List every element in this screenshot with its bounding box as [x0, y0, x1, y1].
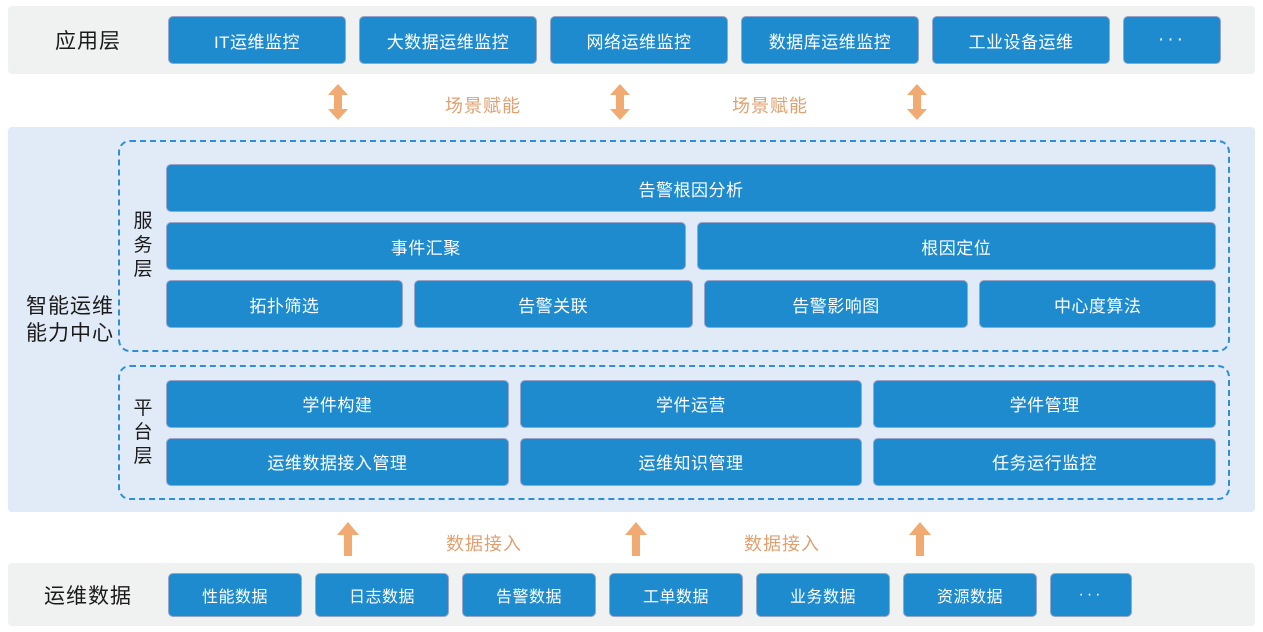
capability-box[interactable]: 中心度算法 [979, 280, 1217, 328]
capability-box[interactable]: 告警影响图 [703, 280, 969, 328]
capability-box[interactable]: 告警关联 [413, 280, 693, 328]
capability-box[interactable]: 告警数据 [462, 572, 596, 617]
capability-box[interactable]: ··· [1050, 572, 1132, 617]
capability-center-title-line: 能力 [26, 321, 70, 345]
double-arrow-icon [610, 84, 630, 120]
capability-box[interactable]: 学件构建 [166, 379, 509, 428]
capability-box[interactable]: 工业设备运维 [932, 16, 1110, 64]
platform-layer-group: 平台层 学件构建学件运营学件管理运维数据接入管理运维知识管理任务运行监控 [118, 365, 1230, 500]
data-layer-items: 性能数据日志数据告警数据工单数据业务数据资源数据 ··· [168, 572, 1255, 617]
scene-enablement-label-2: 场景赋能 [732, 96, 808, 116]
capability-row: 告警根因分析 [166, 164, 1216, 212]
double-arrow-icon [328, 84, 348, 120]
capability-box[interactable]: 资源数据 [903, 572, 1037, 617]
capability-box[interactable]: 拓扑筛选 [166, 280, 403, 328]
capability-center-title-line: 智能 [26, 294, 70, 318]
layer-label-char: 平 [133, 397, 153, 419]
up-arrow-icon [909, 522, 931, 556]
capability-box[interactable]: 性能数据 [168, 572, 302, 617]
capability-box[interactable]: 工单数据 [609, 572, 743, 617]
application-layer-title: 应用层 [55, 30, 121, 53]
data-ingest-connectors: 数据接入 数据接入 [0, 518, 1263, 562]
service-layer-rows: 告警根因分析事件汇聚根因定位拓扑筛选告警关联告警影响图中心度算法 [166, 164, 1228, 328]
platform-layer-label: 平台层 [120, 397, 166, 469]
double-arrow-icon [907, 84, 927, 120]
capability-box[interactable]: 根因定位 [696, 222, 1216, 270]
capability-box[interactable]: IT运维监控 [168, 16, 346, 64]
capability-box[interactable]: ··· [1123, 16, 1221, 64]
layer-label-char: 服 [133, 211, 153, 232]
capability-box[interactable]: 网络运维监控 [550, 16, 728, 64]
platform-layer-rows: 学件构建学件运营学件管理运维数据接入管理运维知识管理任务运行监控 [166, 379, 1228, 486]
capability-box[interactable]: 学件管理 [873, 379, 1217, 428]
layer-label-char: 务 [133, 235, 153, 256]
capability-row: 运维数据接入管理运维知识管理任务运行监控 [166, 437, 1217, 486]
capability-box[interactable]: 运维数据接入管理 [166, 437, 509, 486]
data-layer-title: 运维数据 [44, 584, 132, 608]
capability-box[interactable]: 大数据运维监控 [359, 16, 537, 64]
application-layer-band: 应用层 IT运维监控大数据运维监控网络运维监控数据库运维监控工业设备运维 ··· [8, 6, 1255, 74]
data-ingest-label-2: 数据接入 [744, 534, 820, 554]
scene-enablement-connectors: 场景赋能 场景赋能 [0, 78, 1263, 124]
data-layer-band: 运维数据 性能数据日志数据告警数据工单数据业务数据资源数据 ··· [8, 563, 1255, 626]
layer-label-char: 层 [133, 259, 153, 280]
capability-box[interactable]: 告警根因分析 [166, 164, 1216, 212]
application-layer-items: IT运维监控大数据运维监控网络运维监控数据库运维监控工业设备运维 ··· [168, 16, 1255, 64]
layer-label-char: 台 [133, 421, 153, 443]
capability-center-title: 智能运维能力中心 [20, 293, 120, 347]
layer-label-char: 层 [133, 445, 153, 467]
data-ingest-label-1: 数据接入 [446, 534, 522, 554]
capability-center-title-line: 中心 [70, 321, 114, 345]
capability-box[interactable]: 事件汇聚 [166, 222, 686, 270]
capability-box[interactable]: 任务运行监控 [873, 437, 1217, 486]
capability-box[interactable]: 运维知识管理 [519, 437, 863, 486]
up-arrow-icon [337, 522, 359, 556]
capability-center-title-line: 运维 [70, 294, 114, 318]
service-layer-label: 服务层 [120, 210, 166, 282]
up-arrow-icon [625, 522, 647, 556]
capability-row: 学件构建学件运营学件管理 [166, 379, 1217, 428]
service-layer-group: 服务层 告警根因分析事件汇聚根因定位拓扑筛选告警关联告警影响图中心度算法 [118, 140, 1230, 352]
capability-row: 拓扑筛选告警关联告警影响图中心度算法 [166, 280, 1217, 328]
capability-center-band: 智能运维能力中心 服务层 告警根因分析事件汇聚根因定位拓扑筛选告警关联告警影响图… [8, 127, 1255, 512]
capability-row: 事件汇聚根因定位 [166, 222, 1216, 270]
capability-box[interactable]: 学件运营 [519, 379, 863, 428]
scene-enablement-label-1: 场景赋能 [445, 96, 521, 116]
capability-box[interactable]: 数据库运维监控 [741, 16, 919, 64]
capability-box[interactable]: 业务数据 [756, 572, 890, 617]
capability-box[interactable]: 日志数据 [315, 572, 449, 617]
